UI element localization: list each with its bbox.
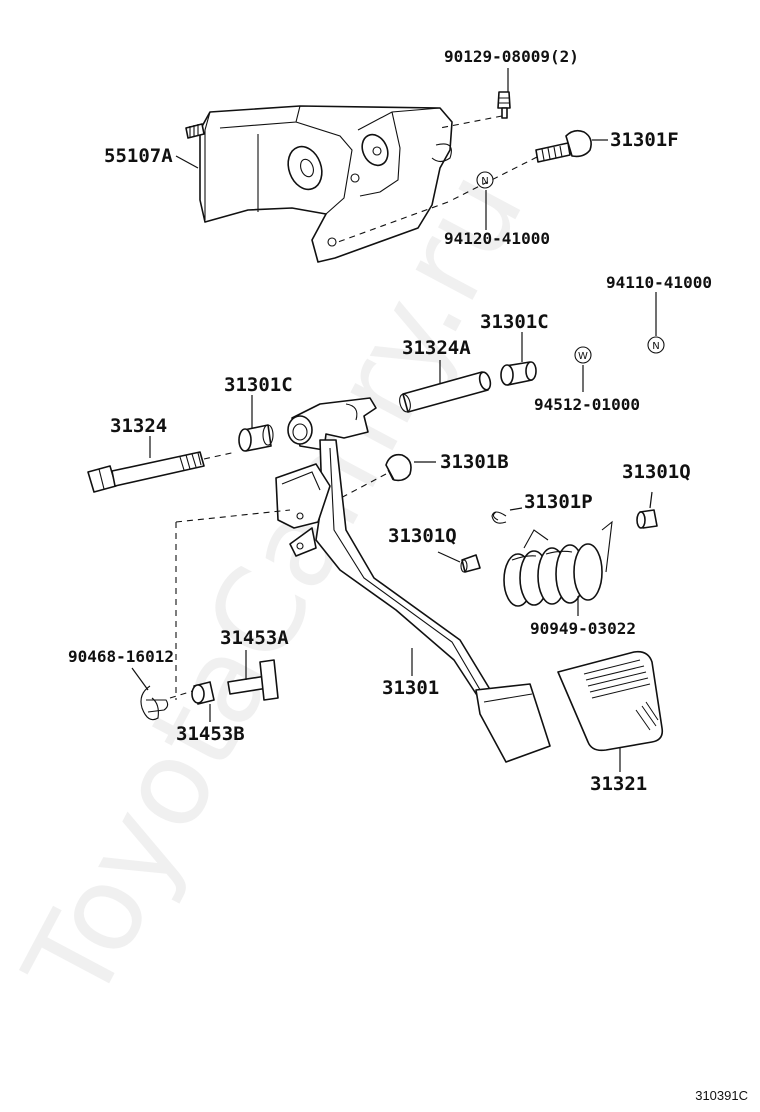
bolt-90129-icon [497, 91, 511, 119]
part-label-31301q-right: 31301Q [622, 461, 691, 483]
part-label-31324a: 31324A [402, 337, 471, 359]
nut-marker-icon: N [476, 171, 494, 189]
part-label-31453b: 31453B [176, 723, 245, 745]
pedal-pad-31321-icon [557, 650, 664, 752]
part-label-31301q-left: 31301Q [388, 525, 457, 547]
part-label-94512-01000: 94512-01000 [534, 395, 640, 414]
part-label-31301: 31301 [382, 677, 439, 699]
part-label-31453a: 31453A [220, 627, 289, 649]
bushing-31301c-icon [238, 424, 274, 452]
part-label-90468-16012: 90468-16012 [68, 647, 174, 666]
part-label-55107a: 55107A [104, 145, 173, 167]
svg-text:N: N [652, 341, 659, 352]
part-label-31321: 31321 [590, 773, 647, 795]
part-label-31324: 31324 [110, 415, 167, 437]
part-label-90129-08009: 90129-08009(2) [444, 47, 579, 66]
pivot-bolt-31324-icon [87, 451, 205, 493]
svg-text:N: N [481, 176, 488, 187]
diagram-code: 310391C [695, 1088, 748, 1103]
pedal-bracket [185, 105, 453, 263]
watermark-text: ToyotaCamry.ru [0, 149, 550, 1024]
part-label-31301c-top: 31301C [480, 311, 549, 333]
pin-31453a-icon [227, 659, 279, 701]
part-label-31301p: 31301P [524, 491, 593, 513]
part-label-31301b: 31301B [440, 451, 509, 473]
nut-marker-icon: N [647, 336, 665, 354]
svg-text:W: W [578, 351, 588, 362]
cushion-31301b-icon [385, 453, 412, 482]
part-label-31301f: 31301F [610, 129, 679, 151]
cushion-31301f-icon [535, 129, 592, 163]
part-label-90949-03022: 90949-03022 [530, 619, 636, 638]
bushing-31453b-icon [191, 681, 215, 705]
assist-spring-90949-icon [503, 520, 613, 607]
part-label-31301c-left: 31301C [224, 374, 293, 396]
part-label-94110-41000: 94110-41000 [606, 273, 712, 292]
pin-90468-icon [140, 685, 169, 721]
collar-31324a-icon [399, 371, 492, 413]
part-label-94120-41000: 94120-41000 [444, 229, 550, 248]
clutch-pedal-arm [275, 397, 551, 763]
bushing-31301q-icon [460, 554, 481, 573]
bushing-31301q-icon [636, 509, 658, 529]
clip-31301p-icon [491, 511, 507, 524]
bushing-31301c-icon [500, 361, 537, 386]
washer-marker-icon: W [574, 346, 592, 364]
